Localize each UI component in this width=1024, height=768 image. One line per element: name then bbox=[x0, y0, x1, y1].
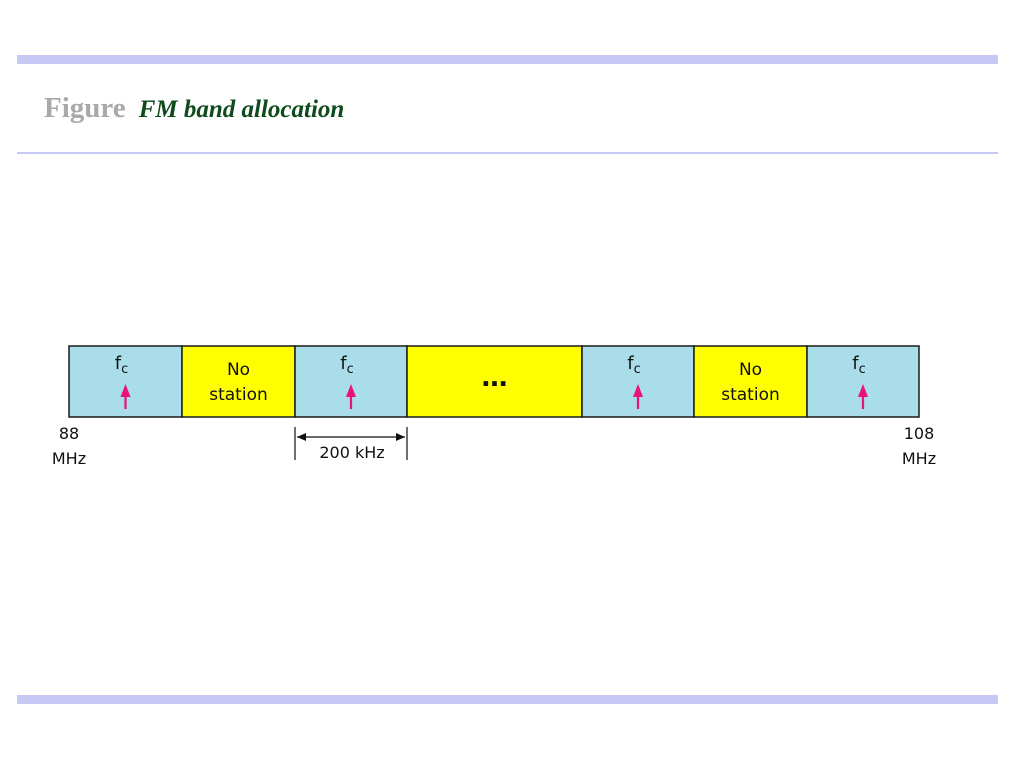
carrier-subscript: c bbox=[859, 362, 866, 377]
band-segment-station bbox=[806, 345, 920, 418]
carrier-frequency-label: fc bbox=[627, 353, 641, 377]
channel-width-dimension: 200 kHz bbox=[294, 427, 408, 462]
band-end-unit: MHz bbox=[902, 449, 936, 468]
band-start-unit: MHz bbox=[52, 449, 86, 468]
carrier-arrow-head bbox=[858, 384, 868, 397]
ellipsis-marker: … bbox=[482, 363, 508, 393]
no-station-label-line2: station bbox=[209, 385, 268, 405]
slide-title: Figure FM band allocation bbox=[44, 92, 344, 125]
channel-width-label: 200 kHz bbox=[319, 443, 384, 462]
band-end-value: 108 bbox=[904, 424, 935, 443]
figure-label: Figure bbox=[44, 92, 126, 124]
figure-caption: FM band allocation bbox=[138, 96, 345, 123]
title-divider bbox=[17, 152, 998, 154]
carrier-symbol: f bbox=[115, 353, 122, 374]
carrier-symbol: f bbox=[340, 353, 347, 374]
carrier-arrow-head bbox=[633, 384, 643, 397]
band-segment-empty bbox=[181, 345, 296, 418]
no-station-label-line1: No bbox=[227, 360, 250, 380]
carrier-frequency-label: fc bbox=[340, 353, 354, 377]
band-start-value: 88 bbox=[59, 424, 79, 443]
carrier-frequency-label: fc bbox=[115, 353, 129, 377]
carrier-subscript: c bbox=[121, 362, 128, 377]
dimension-arrowhead-right bbox=[396, 433, 405, 441]
carrier-frequency-label: fc bbox=[852, 353, 866, 377]
carrier-arrow-head bbox=[120, 384, 131, 397]
carrier-subscript: c bbox=[347, 362, 354, 377]
carrier-symbol: f bbox=[627, 353, 634, 374]
no-station-label-line2: station bbox=[721, 385, 780, 405]
no-station-label-line1: No bbox=[739, 360, 762, 380]
bottom-accent-bar bbox=[17, 695, 998, 704]
carrier-arrows bbox=[120, 384, 868, 409]
dimension-arrowhead-left bbox=[297, 433, 306, 441]
carrier-symbol: f bbox=[852, 353, 859, 374]
carrier-subscript: c bbox=[634, 362, 641, 377]
band-segment-empty bbox=[693, 345, 808, 418]
carrier-arrow-head bbox=[346, 384, 356, 397]
top-accent-bar bbox=[17, 55, 998, 64]
